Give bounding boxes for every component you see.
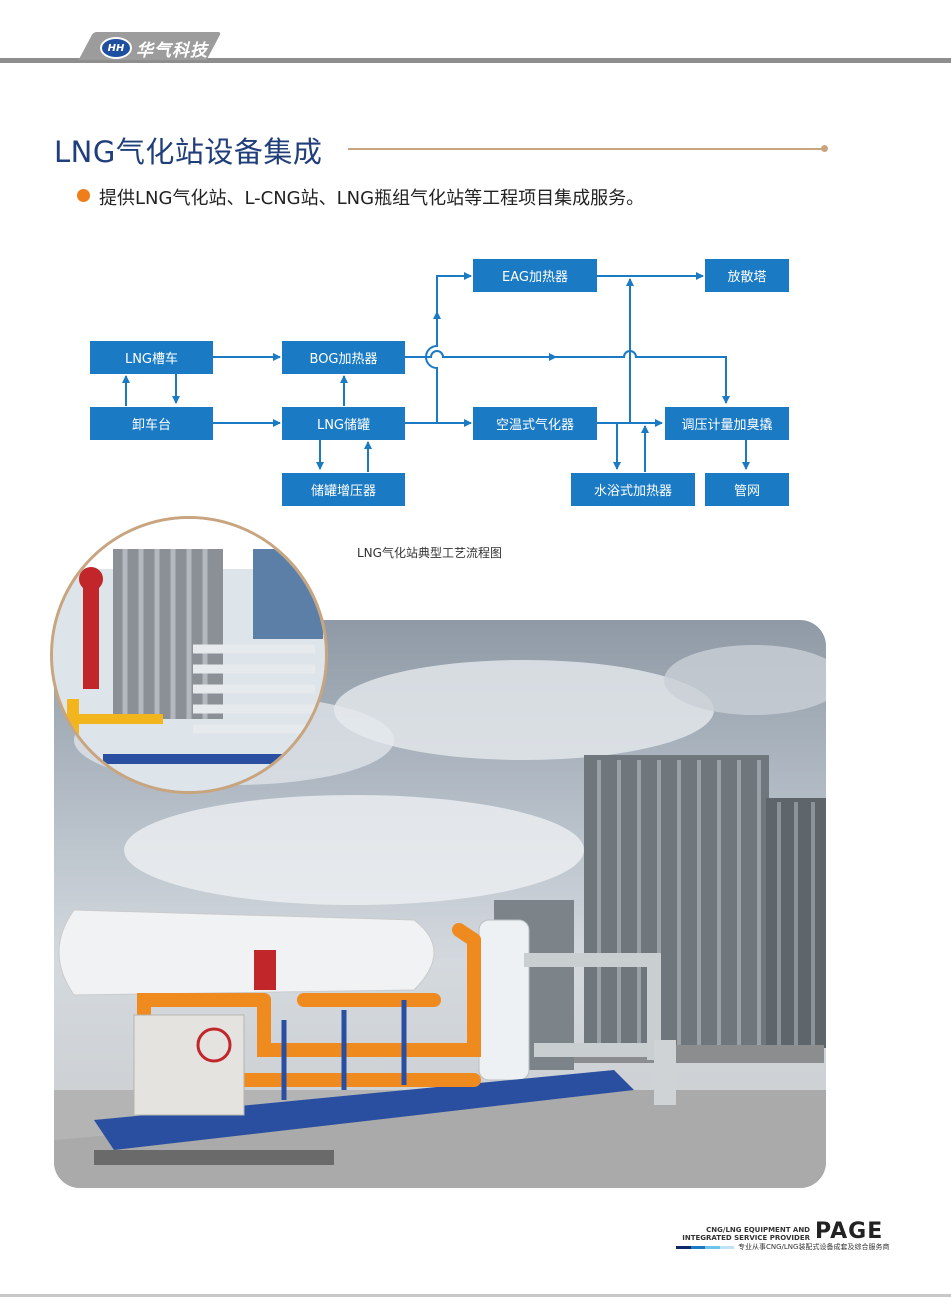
diagram-caption: LNG气化站典型工艺流程图 <box>357 546 502 560</box>
arrow-bog-regulator <box>405 350 730 404</box>
logo-text: 华气科技 <box>136 40 208 61</box>
footer-tagline-line2: INTEGRATED SERVICE PROVIDER <box>682 1234 810 1242</box>
footer-bar-segment <box>719 1246 734 1249</box>
node-bog-heater: BOG加热器 <box>282 341 405 374</box>
node-pipeline: 管网 <box>705 473 789 506</box>
node-water-bath-heater: 水浴式加热器 <box>571 473 695 506</box>
node-air-vaporizer: 空温式气化器 <box>473 407 597 440</box>
service-description: 提供LNG气化站、L-CNG站、LNG瓶组气化站等工程项目集成服务。 <box>99 188 645 209</box>
title-rule-dot <box>821 145 828 152</box>
footer-tagline-cn: 专业从事CNG/LNG装配式设备成套及综合服务商 <box>738 1243 890 1251</box>
footer-bar-segment <box>705 1246 720 1249</box>
node-lng-tank: LNG储罐 <box>282 407 405 440</box>
footer-bar-segment <box>676 1246 691 1249</box>
node-unloading-platform: 卸车台 <box>90 407 213 440</box>
company-logo: HH 华气科技 <box>100 36 208 61</box>
logo-mark-icon: HH <box>100 37 132 59</box>
node-eag-heater: EAG加热器 <box>473 259 597 292</box>
node-vent-tower: 放散塔 <box>705 259 789 292</box>
bullet-dot-icon <box>77 189 90 202</box>
vaporizer-closeup-photo <box>50 516 328 794</box>
flow-arrows <box>122 272 750 472</box>
node-regulator-skid: 调压计量加臭撬 <box>665 407 789 440</box>
footer-tagline-line1: CNG/LNG EQUIPMENT AND <box>706 1226 810 1234</box>
arrow-to-eag <box>425 272 472 423</box>
page-title: LNG气化站设备集成 <box>54 135 323 169</box>
footer-page-label: PAGE <box>815 1219 884 1244</box>
node-lng-tanker: LNG槽车 <box>90 341 213 374</box>
footer-tagline-en: CNG/LNG EQUIPMENT AND INTEGRATED SERVICE… <box>676 1226 810 1242</box>
title-rule <box>348 148 824 150</box>
footer-bar-segment <box>690 1246 705 1249</box>
bottom-rule <box>0 1294 951 1297</box>
vaporizer-closeup-illustration <box>53 519 325 791</box>
footer-color-bar <box>676 1246 734 1249</box>
header-rule <box>0 58 951 63</box>
process-flow-diagram: LNG槽车 卸车台 BOG加热器 LNG储罐 储罐增压器 EAG加热器 放散塔 … <box>0 240 951 530</box>
node-tank-booster: 储罐增压器 <box>282 473 405 506</box>
